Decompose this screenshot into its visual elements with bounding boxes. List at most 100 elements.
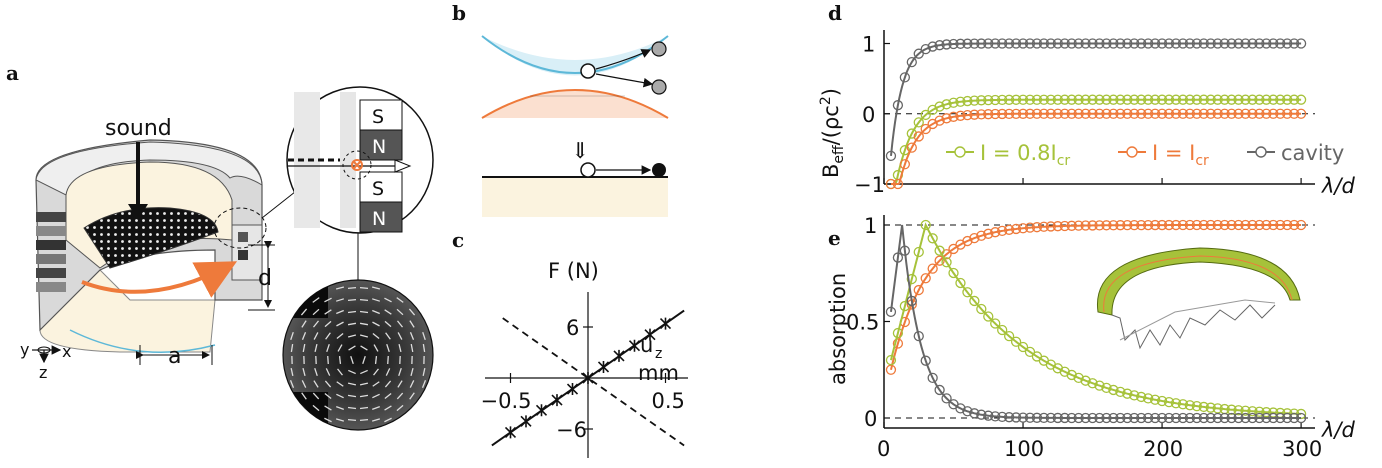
d-series-marker [1149, 38, 1161, 49]
panel-label-c: c [452, 228, 464, 252]
field-vector [336, 406, 344, 410]
d-series-marker [1094, 38, 1105, 49]
d-series-marker [1108, 38, 1119, 49]
d-series-marker [976, 109, 987, 120]
e-series-marker [1219, 412, 1230, 424]
d-series-marker [1184, 94, 1196, 105]
field-vector [372, 332, 380, 340]
e-series-marker [1177, 219, 1189, 231]
e-series-marker [1177, 399, 1189, 410]
e-series-marker [1094, 220, 1105, 231]
e-series-marker [1288, 412, 1300, 424]
field-vector [348, 345, 356, 351]
d-series-marker [1240, 108, 1251, 119]
field-vector [421, 380, 427, 388]
d-series-marker [1268, 108, 1279, 119]
d-series-marker [1205, 108, 1216, 119]
particle-up [651, 41, 667, 57]
d-series-marker [1143, 38, 1154, 49]
e-series-marker [906, 273, 917, 285]
d-series-marker [1143, 108, 1154, 119]
d-series-marker [1059, 108, 1070, 119]
e-series-marker [1254, 406, 1265, 417]
inset-ring [1096, 247, 1301, 350]
legend-swatch-marker [954, 146, 966, 158]
axis-y-label: y [20, 340, 29, 359]
axis-z-label: z [39, 363, 47, 382]
e-series-marker [1226, 219, 1237, 231]
field-vector [359, 394, 369, 398]
transition-arrow: ⇓ [571, 139, 589, 164]
e-series-marker [1240, 405, 1251, 416]
d-series-marker [1087, 108, 1098, 119]
d-series-marker [1010, 94, 1022, 105]
d-series-marker [983, 94, 994, 106]
field-vector [422, 343, 426, 353]
e-series-marker [1198, 219, 1209, 231]
e-series-marker [934, 245, 945, 256]
e-series-marker [1247, 406, 1258, 417]
e-series-marker [983, 311, 994, 322]
e-series-marker [1212, 412, 1223, 424]
d-series-marker [941, 39, 952, 50]
d-series-marker [990, 108, 1001, 120]
e-series-marker [1219, 219, 1230, 231]
field-vector [324, 297, 332, 303]
e-series-marker [990, 318, 1001, 329]
e-series-marker [1191, 219, 1202, 231]
e-ylabel: absorption [826, 273, 850, 385]
field-vector [359, 298, 369, 302]
d-series-marker [1275, 108, 1286, 119]
e-series-marker [1087, 378, 1098, 389]
field-vector [327, 355, 329, 365]
d-series-marker [969, 95, 980, 106]
e-series-line [890, 224, 1302, 371]
e-series-marker [1163, 412, 1175, 424]
e-series-marker [1129, 412, 1140, 424]
d-series-marker [1122, 38, 1133, 49]
e-series-marker [1094, 412, 1105, 424]
e-series-marker [913, 284, 924, 296]
d-series-marker [1143, 94, 1154, 105]
d-series-marker [1003, 38, 1015, 49]
d-series-marker [1226, 38, 1237, 49]
field-vector [397, 380, 403, 388]
d-series-marker [1177, 94, 1189, 105]
d-series-marker [1212, 108, 1223, 119]
field-vector [347, 394, 357, 398]
e-series-marker [1170, 412, 1182, 424]
e-series-marker [1198, 412, 1209, 424]
field-vector [372, 309, 380, 315]
field-vector [335, 298, 345, 302]
c-ytick-label: 6 [566, 316, 579, 340]
d-series-marker [1087, 94, 1098, 105]
d-series-marker [1233, 38, 1244, 49]
legend-label: I = Icr [1152, 141, 1209, 169]
panel-label-d: d [828, 1, 842, 25]
d-series-marker [1066, 38, 1077, 49]
e-series-marker [1205, 402, 1216, 413]
d-series-marker [1073, 108, 1084, 119]
legend-swatch-marker [1255, 146, 1267, 158]
e-series-marker [1184, 219, 1196, 231]
d-series-marker [1122, 94, 1133, 105]
e-series-marker [1156, 395, 1168, 407]
d-series-marker [1045, 38, 1056, 49]
d-series-marker [1205, 94, 1216, 105]
d-series-marker [1066, 94, 1077, 105]
magnet-stack [36, 212, 66, 292]
d-series-marker [1052, 38, 1063, 49]
field-vector [347, 382, 357, 386]
legend-swatch-marker [1126, 146, 1138, 158]
e-series-marker [997, 411, 1008, 423]
c-dashed-line [502, 317, 685, 447]
field-vector [410, 343, 414, 353]
d-series-marker [1233, 108, 1244, 119]
d-series-marker [1073, 94, 1084, 105]
d-series-marker [1045, 108, 1056, 119]
d-series-marker [948, 111, 959, 122]
d-series-marker [1163, 38, 1175, 49]
d-series-marker [1198, 108, 1209, 119]
